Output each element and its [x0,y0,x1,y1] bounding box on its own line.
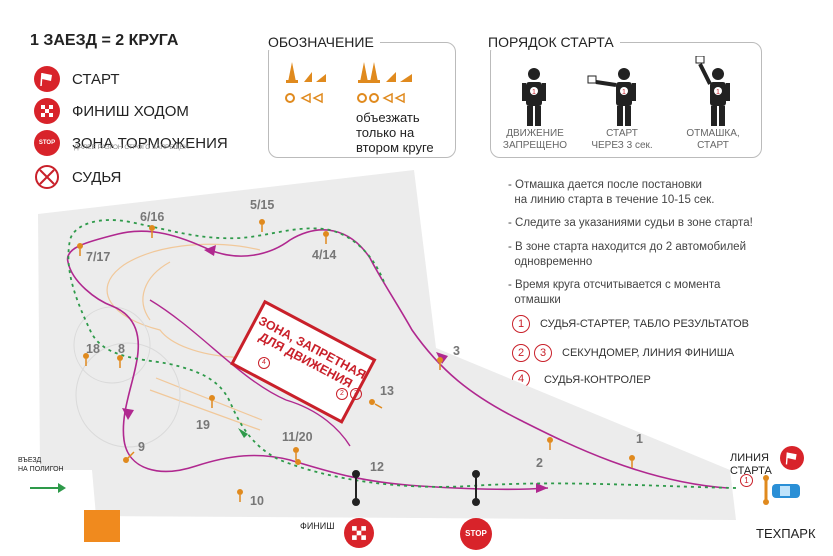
stop-sign-icon: STOP [34,130,60,156]
point-13: 13 [380,384,394,398]
role-2-label: СЕКУНДОМЕР, ЛИНИЯ ФИНИША [562,347,735,359]
cone-pin [237,489,243,502]
car-icon [772,484,800,498]
cone-pin [123,451,135,463]
legend-braking-note: ДАЛЕЕ РАЗГОН СТРОГО ЗАПРЕЩЕН [74,144,189,151]
rule-3: - В зоне старта находится до 2 автомобил… [508,241,747,268]
legend-judge-label: СУДЬЯ [72,168,122,186]
point-19: 19 [196,418,210,432]
start-flag-map-icon [780,446,804,470]
point-9: 9 [138,440,145,454]
finish-gates [352,470,480,506]
start-step-3-caption: ОТМАШКА, СТАРТ [686,128,740,151]
cone-pin [323,231,329,244]
role-2-badge-a: 2 [512,344,530,362]
designation-title: ОБОЗНАЧЕНИЕ [262,34,380,50]
techpark-label: ТЕХПАРК [756,526,816,541]
point-5: 5/15 [250,198,275,212]
point-7: 7/17 [86,250,111,264]
point-1: 1 [636,432,643,446]
stop-sign-text: STOP [38,140,56,146]
rule-4: - Время круга отсчитывается с момента от… [508,279,721,306]
point-10: 10 [250,494,264,508]
polygon-ground [38,170,736,520]
designation-note: объезжать только на втором круге [356,110,434,155]
legend-judge: СУДЬЯ [34,164,121,190]
cone-pin [295,459,301,465]
role-1-label: СУДЬЯ-СТАРТЕР, ТАБЛО РЕЗУЛЬТАТОВ [540,318,749,330]
legend-braking-label: ЗОНА ТОРМОЖЕНИЯ [72,134,228,152]
start-line-badge: 1 [740,474,753,487]
techpark-square [84,510,120,542]
cone-pin [629,455,635,468]
legend-finish-label: ФИНИШ ХОДОМ [72,102,189,120]
entry-label: ВЪЕЗД НА ПОЛИГОН [18,457,64,473]
stop-sign-map-text: STOP [465,529,487,538]
cone-pin [149,225,155,238]
cone-symbols-icon [285,62,326,104]
cone-pin [83,353,89,366]
svg-text:1: 1 [716,89,720,96]
start-step-1-caption: ДВИЖЕНИЕ ЗАПРЕЩЕНО [502,128,568,151]
page-title: 1 ЗАЕЗД = 2 КРУГА [30,32,179,49]
checkered-flag-icon [34,98,60,124]
judge-flag-up-icon: 1 [695,56,730,126]
forbidden-badge-3: 3 [350,388,362,400]
track-line-main [66,229,729,491]
cone-pin [437,357,443,370]
stop-sign-map-icon: STOP [460,518,492,550]
point-3: 3 [453,344,460,358]
judge-icon [34,164,60,190]
role-3-label: СУДЬЯ-КОНТРОЛЕР [544,374,651,386]
svg-text:1: 1 [532,89,536,96]
svg-text:1: 1 [622,89,626,96]
point-6: 6/16 [140,210,165,224]
point-4: 4/14 [312,248,337,262]
role-2-badge-b: 3 [534,344,552,362]
cone-pin [259,219,265,232]
start-step-2-caption: СТАРТ ЧЕРЕЗ 3 сек. [591,128,653,151]
legend-finish: ФИНИШ ХОДОМ [34,98,189,124]
forbidden-badge-2: 2 [336,388,348,400]
checkered-flag-map-icon [344,518,374,548]
point-18: 18 [86,342,100,356]
forbidden-badge-4: 4 [258,357,270,369]
cone-pin [547,437,553,450]
rule-1: - Отмашка дается после постановки на лин… [508,179,715,206]
role-1-badge: 1 [512,315,530,333]
judge-pointing-icon: 1 [587,68,636,126]
judge-standing-icon: 1 [522,68,546,126]
cone-pin [209,395,215,408]
start-order-title: ПОРЯДОК СТАРТА [482,34,620,50]
cone-pin [77,243,83,256]
point-12: 12 [370,460,384,474]
legend-start: СТАРТ [34,66,120,92]
start-flag-icon [34,66,60,92]
rule-2: - Следите за указаниями судьи в зоне ста… [508,217,753,229]
cone-pin [117,355,123,368]
cone-pin [369,399,383,409]
legend-braking: STOP ЗОНА ТОРМОЖЕНИЯ [34,130,228,156]
cone-markers [77,219,635,502]
point-11: 11/20 [282,430,313,444]
legend-start-label: СТАРТ [72,70,120,88]
start-line-label: ЛИНИЯ СТАРТА [730,452,772,477]
point-2: 2 [536,456,543,470]
cone-symbols-second-lap-icon [357,62,412,104]
finish-label: ФИНИШ [300,521,335,531]
point-8: 8 [118,342,125,356]
cone-pin [293,447,299,460]
